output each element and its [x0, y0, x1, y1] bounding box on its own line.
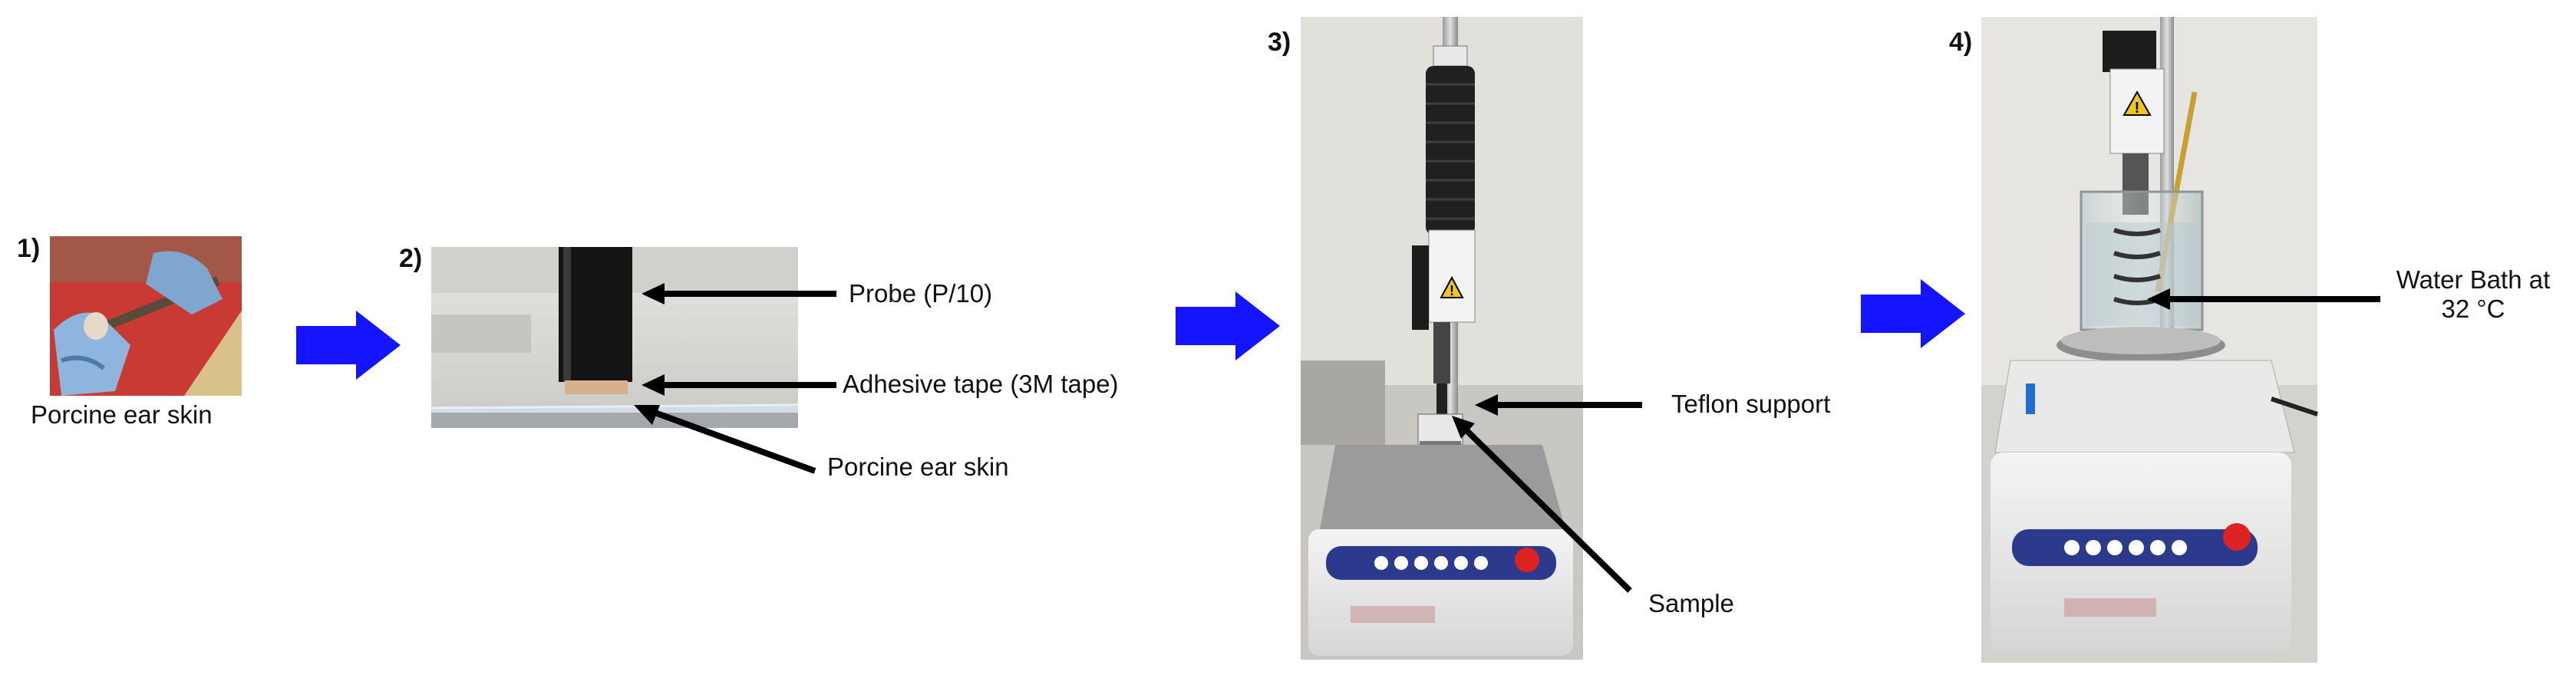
pointer-sample — [1452, 416, 1632, 593]
pointer-teflon-support — [1475, 394, 1642, 416]
pointer-adhesive-tape — [642, 374, 836, 396]
flow-arrow-1 — [296, 311, 401, 380]
texture-analyser-photo: ! — [1301, 17, 1583, 660]
probe-closeup-photo — [430, 247, 799, 428]
step-1-number: 1) — [17, 234, 41, 263]
label-water-bath-line-2: 32 °C — [2441, 295, 2505, 323]
step-1-caption: Porcine ear skin — [31, 400, 213, 429]
water-bath-photo: ! — [1981, 17, 2318, 663]
svg-text:!: ! — [1450, 283, 1454, 298]
porcine-skin-photo — [50, 236, 242, 396]
label-water-bath-line-1: Water Bath at — [2396, 265, 2551, 294]
flow-arrow-3 — [1861, 279, 1965, 348]
step-2-number: 2) — [399, 244, 423, 273]
step-4-number: 4) — [1949, 28, 1973, 57]
pointer-probe — [642, 283, 836, 304]
flow-arrow-2 — [1176, 291, 1280, 360]
label-probe: Probe (P/10) — [849, 279, 993, 308]
svg-text:!: ! — [2135, 100, 2140, 117]
label-teflon-support: Teflon support — [1671, 390, 1831, 418]
label-adhesive-tape: Adhesive tape (3M tape) — [843, 370, 1119, 398]
label-sample: Sample — [1648, 589, 1734, 617]
pointer-water-bath — [2147, 288, 2380, 310]
label-porcine-skin: Porcine ear skin — [827, 453, 1009, 481]
pointer-porcine-skin — [634, 405, 816, 474]
step-3-number: 3) — [1268, 28, 1291, 57]
